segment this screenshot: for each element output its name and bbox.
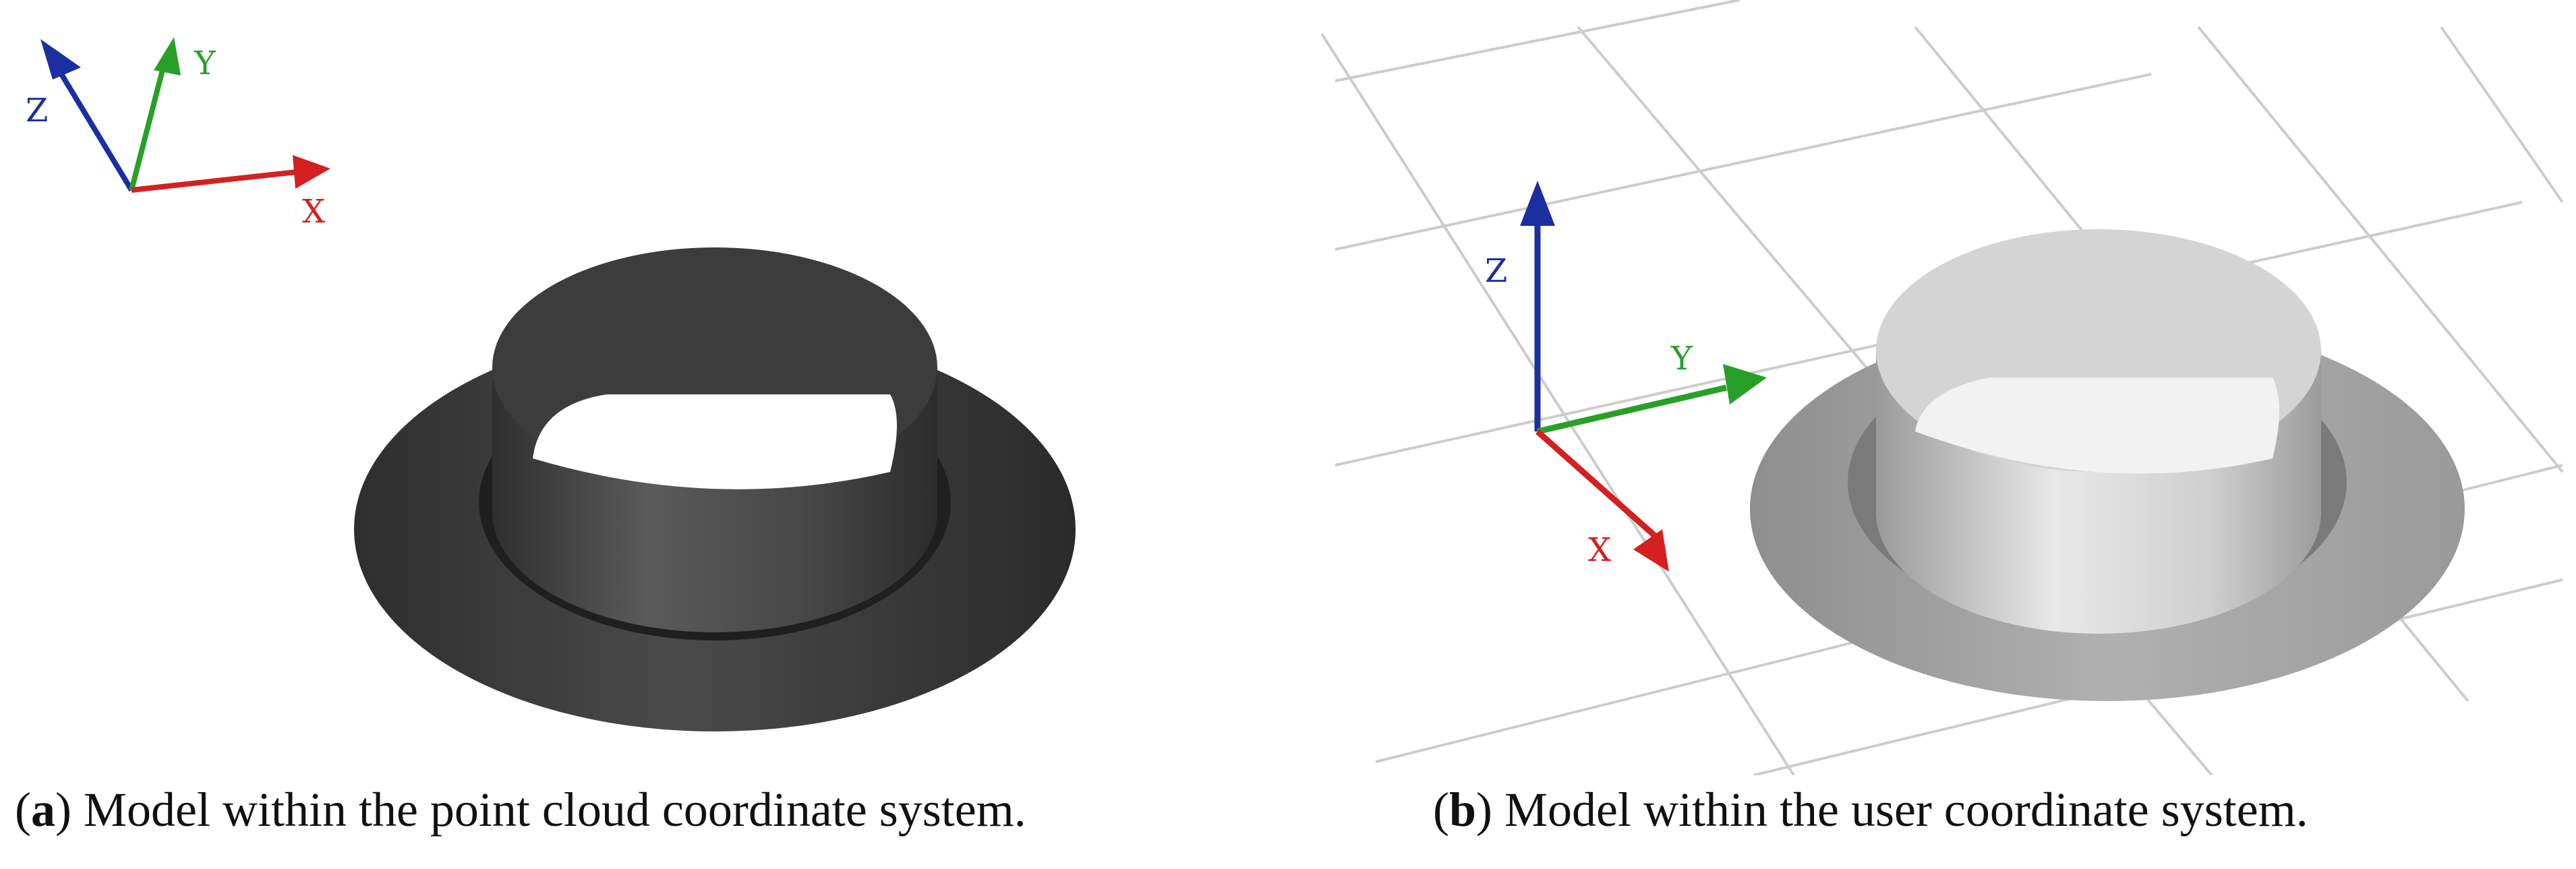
caption-text: ) Model within the user coordinate syste… [1476, 783, 2308, 837]
z-axis-arrow [53, 62, 134, 192]
flange-model-b [1750, 229, 2465, 701]
axis-triad-b: Z Y X [1485, 181, 1767, 572]
x-arrowhead-icon [1633, 529, 1669, 572]
z-axis-label: Z [26, 92, 48, 129]
z-axis-label: Z [1485, 252, 1507, 290]
flange-model-a [354, 247, 1076, 731]
y-axis-arrow [1536, 384, 1728, 435]
cylinder-opening [1915, 378, 2279, 474]
y-axis-arrow [129, 66, 166, 191]
caption-letter: b [1448, 783, 1477, 837]
z-arrowhead-icon [40, 39, 81, 80]
x-axis-arrow [1535, 429, 1661, 542]
axis-triad-a: Z Y X [26, 37, 330, 231]
x-axis-label: X [1588, 531, 1611, 569]
y-axis-label: Y [1670, 340, 1693, 378]
x-axis-label: X [302, 193, 325, 231]
caption-open-paren: ( [15, 783, 31, 837]
panel-b-figure: Z Y X [1322, 0, 2564, 775]
x-arrowhead-icon [293, 155, 330, 189]
panel-b: Z Y X (b) Model within the user coordina… [1322, 0, 2576, 869]
caption-open-paren: ( [1433, 783, 1449, 837]
cylinder-opening [533, 394, 897, 489]
caption-letter: a [30, 783, 55, 837]
panel-a-figure: Z Y X [26, 37, 1076, 731]
caption-text: ) Model within the point cloud coordinat… [55, 783, 1026, 837]
y-axis-label: Y [194, 44, 216, 82]
caption-a: (a) Model within the point cloud coordin… [15, 782, 1026, 838]
x-axis-arrow [131, 169, 297, 193]
caption-b: (b) Model within the user coordinate sys… [1433, 782, 2308, 838]
y-arrowhead-icon [154, 37, 181, 76]
z-arrowhead-icon [1520, 181, 1555, 226]
y-arrowhead-icon [1723, 364, 1767, 404]
panel-a: Z Y X (a) Model within the point cloud c… [0, 0, 1281, 869]
